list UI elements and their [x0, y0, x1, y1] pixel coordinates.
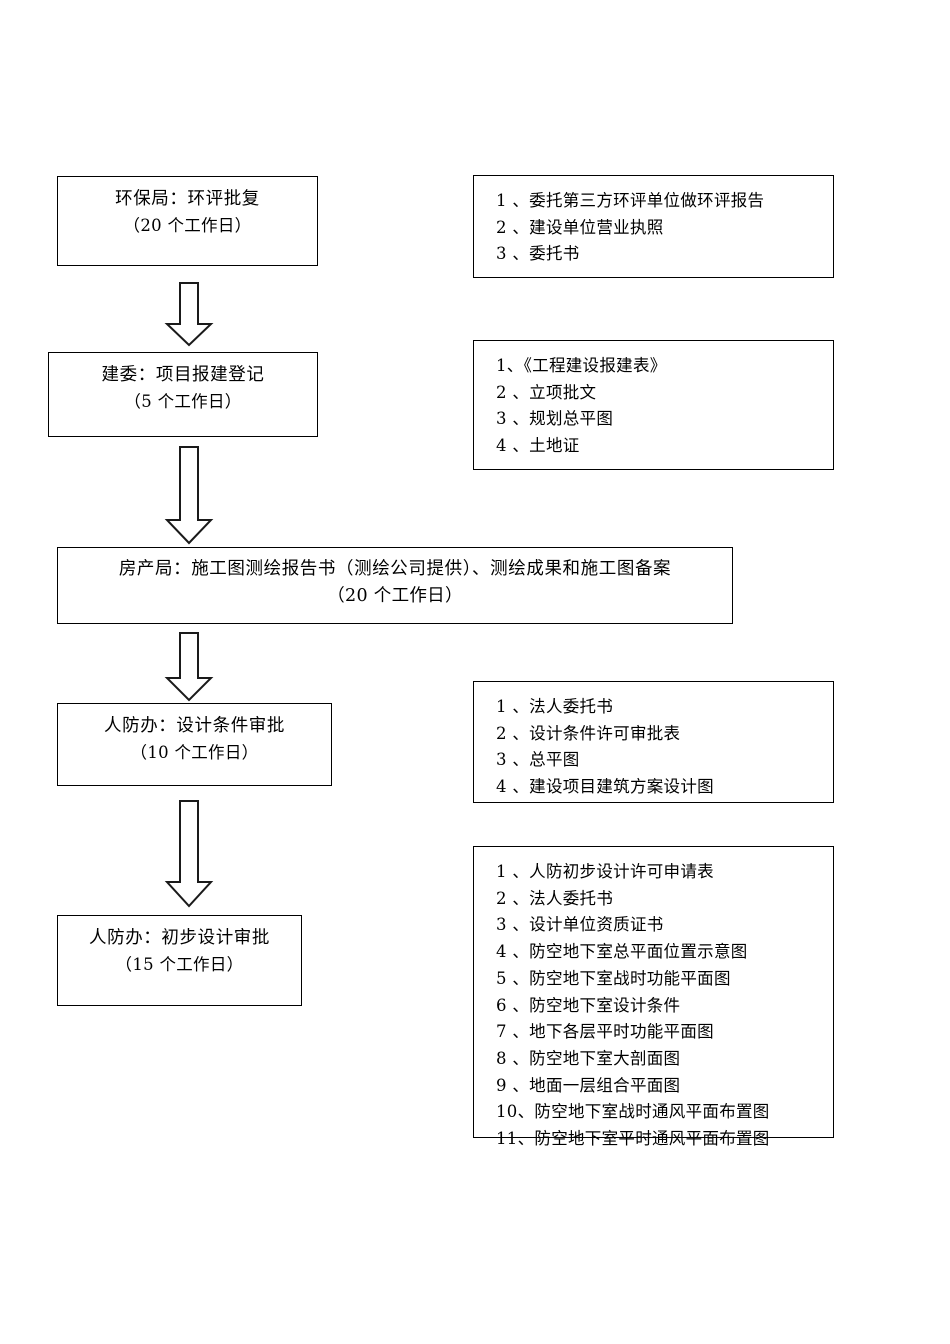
- process-duration: （15 个工作日）: [115, 955, 244, 975]
- list-item: 3 、规划总平图: [496, 409, 614, 429]
- requirement-box-construction-registration[interactable]: 1、《工程建设报建表》 2 、立项批文 3 、规划总平图 4 、土地证: [473, 340, 834, 470]
- list-item: 4 、建设项目建筑方案设计图: [496, 777, 714, 797]
- list-item: 1 、人防初步设计许可申请表: [496, 862, 714, 881]
- list-item: 2 、设计条件许可审批表: [496, 723, 681, 743]
- list-item: 9 、地面一层组合平面图: [496, 1075, 681, 1095]
- process-duration: （5 个工作日）: [124, 392, 242, 412]
- list-item: 1 、法人委托书: [496, 697, 614, 716]
- list-item: 6 、防空地下室设计条件: [496, 995, 681, 1015]
- list-item: 8 、防空地下室大剖面图: [496, 1049, 681, 1069]
- process-title: 人防办：初步设计审批: [89, 928, 270, 948]
- process-box-construction-registration[interactable]: 建委：项目报建登记 （5 个工作日）: [48, 352, 318, 437]
- requirement-box-civil-defense-conditions[interactable]: 1 、法人委托书 2 、设计条件许可审批表 3 、总平图 4 、建设项目建筑方案…: [473, 681, 834, 803]
- process-title: 人防办：设计条件审批: [104, 716, 285, 736]
- process-box-civil-defense-preliminary[interactable]: 人防办：初步设计审批 （15 个工作日）: [57, 915, 302, 1006]
- requirement-list: 1 、委托第三方环评单位做环评报告 2 、建设单位营业执照 3 、委托书: [496, 188, 833, 268]
- arrow-down-4: [164, 800, 214, 908]
- list-item: 3 、设计单位资质证书: [496, 915, 664, 935]
- arrow-down-3: [164, 632, 214, 702]
- process-box-epb-approval[interactable]: 环保局：环评批复 （20 个工作日）: [57, 176, 318, 266]
- requirement-box-civil-defense-preliminary[interactable]: 1 、人防初步设计许可申请表 2 、法人委托书 3 、设计单位资质证书 4 、防…: [473, 846, 834, 1148]
- list-item: 1 、委托第三方环评单位做环评报告: [496, 191, 765, 210]
- list-item: 3 、总平图: [496, 750, 580, 770]
- process-title: 房产局：施工图测绘报告书（测绘公司提供）、测绘成果和施工图备案: [118, 559, 672, 579]
- requirement-list: 1、《工程建设报建表》 2 、立项批文 3 、规划总平图 4 、土地证: [496, 353, 833, 460]
- arrow-down-1: [164, 282, 214, 347]
- process-title: 环保局：环评批复: [115, 189, 260, 209]
- list-item: 11、防空地下室平时通风平面布置图: [496, 1129, 770, 1149]
- list-item: 1、《工程建设报建表》: [496, 356, 667, 375]
- requirement-list: 1 、人防初步设计许可申请表 2 、法人委托书 3 、设计单位资质证书 4 、防…: [496, 859, 833, 1153]
- list-item: 2 、法人委托书: [496, 888, 614, 908]
- list-item: 10、防空地下室战时通风平面布置图: [496, 1102, 770, 1122]
- list-item: 7 、地下各层平时功能平面图: [496, 1022, 714, 1042]
- process-title: 建委：项目报建登记: [101, 365, 265, 385]
- list-item: 2 、建设单位营业执照: [496, 217, 664, 237]
- list-item: 5 、防空地下室战时功能平面图: [496, 968, 731, 988]
- process-duration: （20 个工作日）: [123, 216, 252, 236]
- list-item: 3 、委托书: [496, 244, 580, 264]
- process-duration: （20 个工作日）: [327, 586, 463, 607]
- requirement-list: 1 、法人委托书 2 、设计条件许可审批表 3 、总平图 4 、建设项目建筑方案…: [496, 694, 833, 801]
- requirement-box-epb-approval[interactable]: 1 、委托第三方环评单位做环评报告 2 、建设单位营业执照 3 、委托书: [473, 175, 834, 278]
- arrow-down-2: [164, 446, 214, 545]
- process-duration: （10 个工作日）: [130, 743, 259, 763]
- list-item: 4 、土地证: [496, 436, 580, 456]
- process-box-housing-survey[interactable]: 房产局：施工图测绘报告书（测绘公司提供）、测绘成果和施工图备案 （20 个工作日…: [57, 547, 733, 624]
- list-item: 2 、立项批文: [496, 382, 597, 402]
- list-item: 4 、防空地下室总平面位置示意图: [496, 942, 748, 962]
- process-box-civil-defense-conditions[interactable]: 人防办：设计条件审批 （10 个工作日）: [57, 703, 332, 786]
